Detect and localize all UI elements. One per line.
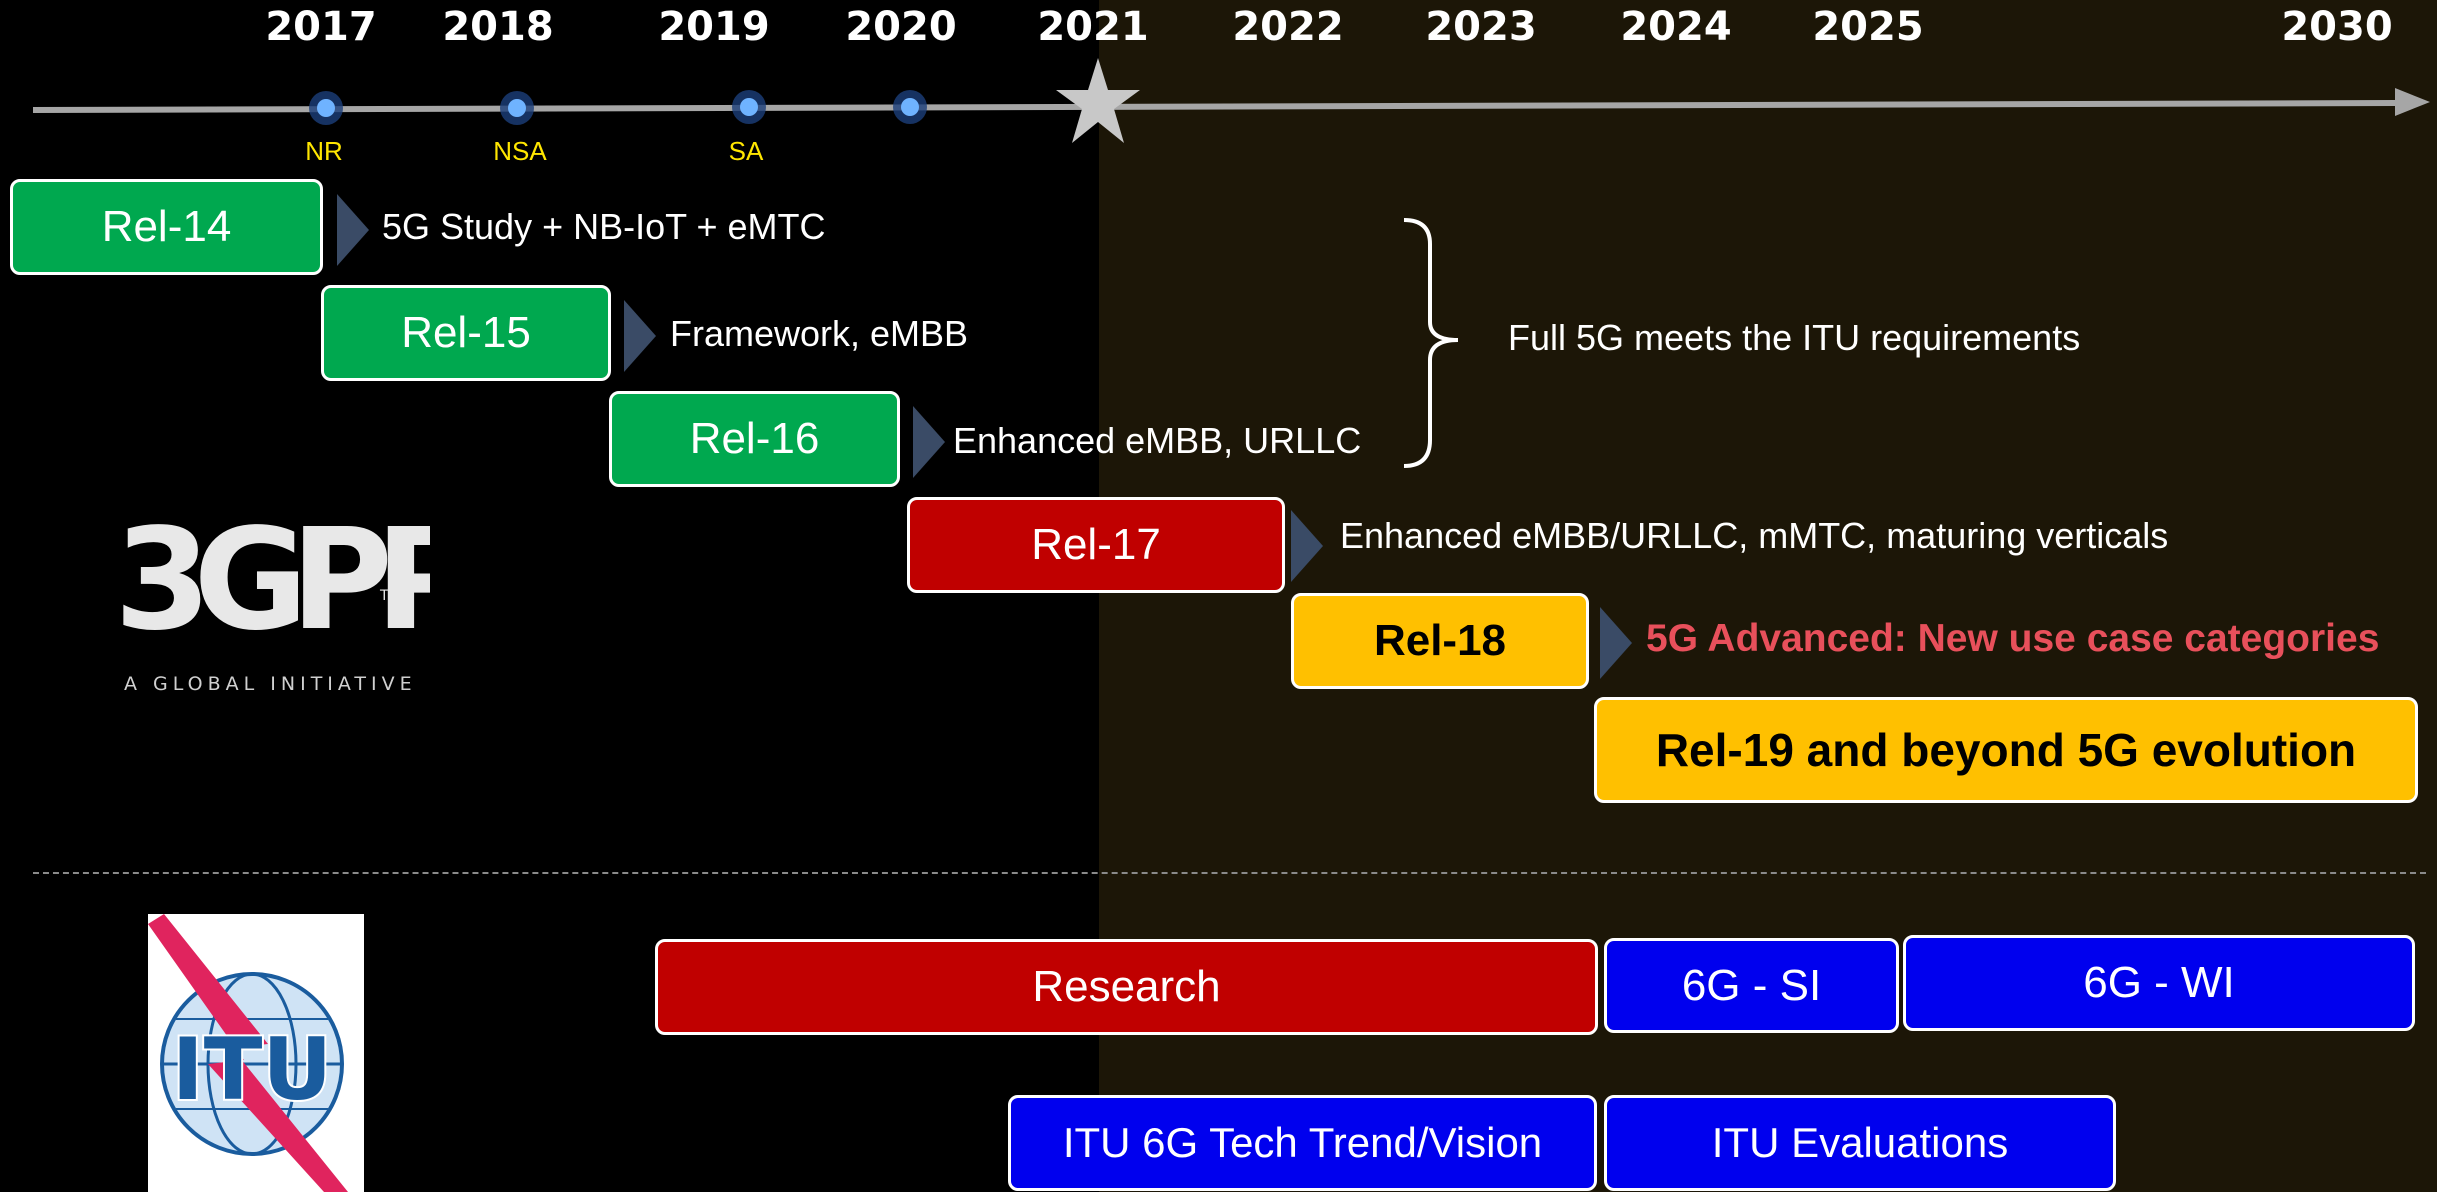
itu-track-research: Research xyxy=(655,939,1598,1035)
timeline-dot-2018 xyxy=(500,91,534,125)
release-box-rel14: Rel-14 xyxy=(10,179,323,275)
chevron-right-icon xyxy=(337,194,369,266)
year-label-2025: 2025 xyxy=(1812,4,1924,50)
brace-icon xyxy=(1403,218,1459,468)
year-label-2024: 2024 xyxy=(1620,4,1732,50)
year-label-2022: 2022 xyxy=(1232,4,1344,50)
year-label-2019: 2019 xyxy=(658,4,770,50)
itu-track-6g-wi: 6G - WI xyxy=(1903,935,2415,1031)
year-label-2030: 2030 xyxy=(2281,4,2393,50)
chevron-right-icon xyxy=(1600,607,1632,679)
timeline-dot-2017 xyxy=(309,91,343,125)
release-box-rel17: Rel-17 xyxy=(907,497,1285,593)
year-label-2018: 2018 xyxy=(442,4,554,50)
year-label-2020: 2020 xyxy=(845,4,957,50)
timeline-axis xyxy=(32,58,2430,143)
release-box-rel18: Rel-18 xyxy=(1291,593,1589,689)
itu-logo: ITU xyxy=(148,914,364,1192)
itu-track-evaluations: ITU Evaluations xyxy=(1604,1095,2116,1191)
itu-track-6g-si: 6G - SI xyxy=(1604,938,1899,1033)
release-box-rel16: Rel-16 xyxy=(609,391,900,487)
year-label-2021: 2021 xyxy=(1037,4,1149,50)
release-description-rel17: Enhanced eMBB/URLLC, mMTC, maturing vert… xyxy=(1340,515,2169,556)
milestone-label-nr: NR xyxy=(305,136,343,166)
release-description-rel14: 5G Study + NB-IoT + eMTC xyxy=(382,206,826,247)
timeline-dot-2020 xyxy=(893,90,927,124)
timeline-dot-2019 xyxy=(732,90,766,124)
release-box-rel19: Rel-19 and beyond 5G evolution xyxy=(1594,697,2418,803)
svg-text:ITU: ITU xyxy=(172,1020,333,1120)
milestone-label-nsa: NSA xyxy=(493,136,547,166)
star-icon xyxy=(1056,58,1140,143)
timeline-arrowhead xyxy=(2395,88,2430,116)
itu-track-tech-trend-vision: ITU 6G Tech Trend/Vision xyxy=(1008,1095,1597,1191)
year-label-2017: 2017 xyxy=(265,4,377,50)
svg-text:TM: TM xyxy=(379,588,401,604)
release-box-rel15: Rel-15 xyxy=(321,285,611,381)
year-label-2023: 2023 xyxy=(1425,4,1537,50)
chevron-right-icon xyxy=(624,300,656,372)
svg-text:A GLOBAL INITIATIVE: A GLOBAL INITIATIVE xyxy=(124,673,417,695)
milestone-label-sa: SA xyxy=(728,136,764,166)
release-description-rel15: Framework, eMBB xyxy=(670,313,969,354)
chevron-right-icon xyxy=(913,406,945,478)
svg-text:3GPP: 3GPP xyxy=(114,499,430,662)
brace-note: Full 5G meets the ITU requirements xyxy=(1508,317,2081,358)
timeline-line xyxy=(32,100,2396,113)
chevron-right-icon xyxy=(1291,510,1323,582)
section-separator xyxy=(33,872,2426,874)
release-description-rel16: Enhanced eMBB, URLLC xyxy=(953,420,1362,461)
3gpp-logo: 3GPP TM A GLOBAL INITIATIVE xyxy=(114,499,430,695)
release-description-rel18: 5G Advanced: New use case categories xyxy=(1646,617,2380,660)
